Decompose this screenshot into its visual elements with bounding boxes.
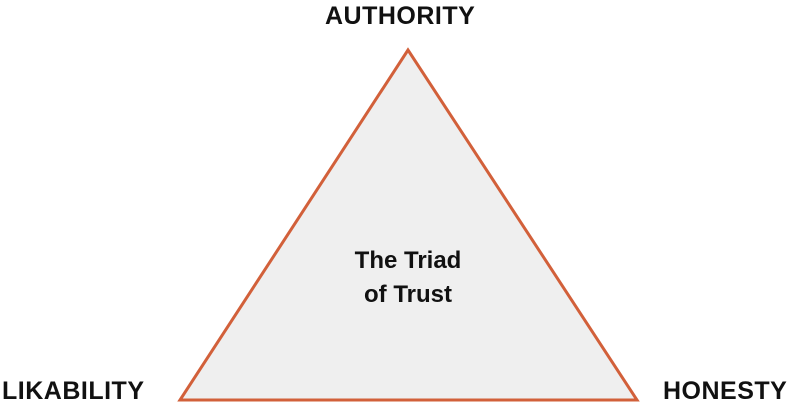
label-authority: AUTHORITY xyxy=(325,2,476,30)
diagram-title: The Triad of Trust xyxy=(308,244,508,312)
label-honesty: HONESTY xyxy=(663,377,788,405)
title-line-2: of Trust xyxy=(364,281,452,308)
title-line-1: The Triad xyxy=(354,247,462,274)
label-likability: LIKABILITY xyxy=(2,377,145,405)
trust-triangle xyxy=(177,47,640,402)
